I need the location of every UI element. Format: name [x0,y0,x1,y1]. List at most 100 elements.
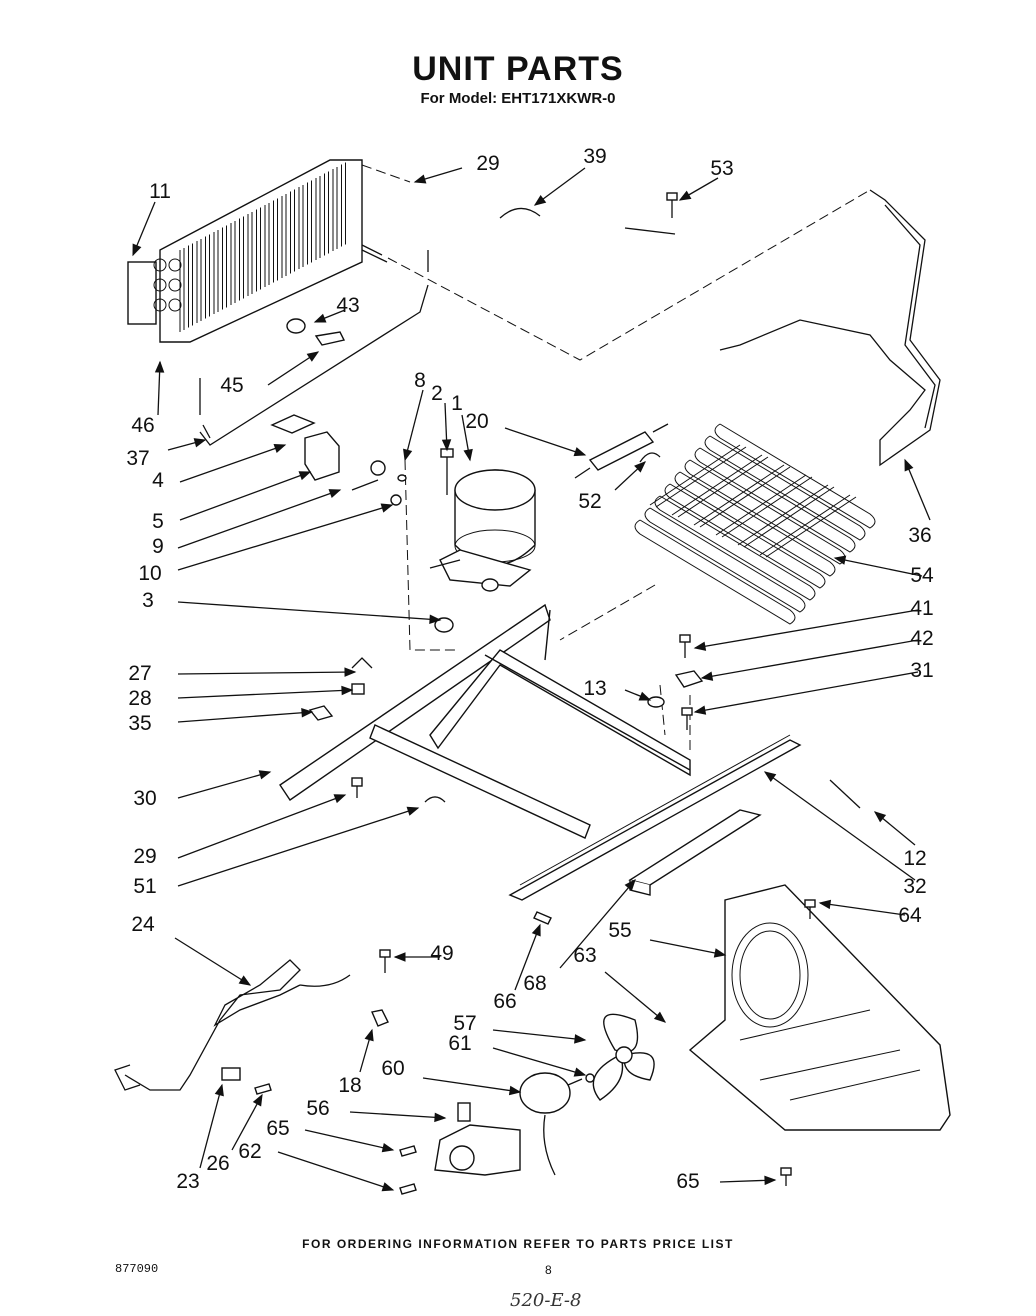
callout-number: 9 [152,535,164,558]
leader-arrowhead [429,614,442,625]
callout-number: 60 [381,1057,404,1080]
leader-arrowhead [693,705,707,715]
leader-arrowhead [298,471,312,481]
leader-line [404,389,424,461]
leader-arrowhead [238,975,252,986]
evaporator-coil-loop [684,459,846,565]
callout-number: 46 [131,414,154,437]
evaporator-coil-loop [644,507,806,613]
leader-line [177,807,419,887]
callout-number: 53 [710,157,733,180]
evaporator-fin [649,444,747,508]
callout-number: 26 [206,1152,229,1175]
condenser-fin [239,216,244,301]
evaporator-coil-loop [664,483,826,589]
condenser-drawing [127,159,388,343]
leader-arrowhead [463,448,473,462]
leader-arrowhead [341,685,354,696]
leader-arrowhead [531,923,541,937]
leader-line [701,639,919,679]
condenser-fin [315,176,321,260]
leader-arrowhead [258,770,272,780]
condenser-fin [341,162,346,247]
leader-arrowhead [634,461,646,473]
callout-number: 39 [583,145,606,168]
callout-number: 56 [306,1097,329,1120]
leader-line [177,771,271,799]
callout-number: 1 [451,392,463,415]
callout-number: 64 [898,904,922,927]
leader-arrowhead [328,489,342,499]
leader-line [179,471,311,521]
callout-number: 30 [133,787,156,810]
callout-number: 52 [578,490,601,513]
leader-line [559,879,636,969]
condenser-fin [307,180,312,265]
leader-arrowhead [873,811,887,823]
callout-number: 27 [128,662,151,685]
leader-arrowhead [624,878,636,892]
condenser-fin [290,189,295,274]
callout-number: 3 [142,589,154,612]
callout-number: 12 [903,847,926,870]
leader-arrowhead [833,555,847,565]
ordering-footer: FOR ORDERING INFORMATION REFER TO PARTS … [302,1237,734,1251]
leader-arrowhead [154,360,165,373]
leader-line [422,1077,521,1093]
leader-arrowhead [306,351,320,362]
leader-arrowhead [393,952,406,962]
condenser-fin [247,212,253,296]
leader-line [694,609,919,649]
leader-line [819,902,906,916]
leader-line [504,427,586,456]
callout-number: 63 [573,944,596,967]
condenser-fin [273,198,278,283]
evaporator-fin [693,464,791,528]
condenser-fin [222,225,227,310]
leader-line [177,489,341,549]
leader-arrowhead [403,448,413,462]
page-title: UNIT PARTS [412,50,624,88]
evaporator-coil-loop [694,447,856,553]
callout-number: 41 [910,597,933,620]
leader-arrowhead [381,1182,395,1192]
model-subtitle: For Model: EHT171XKWR-0 [420,90,616,107]
evaporator-fin [759,494,857,558]
leader-arrowhead [904,458,914,472]
callout-number: 11 [149,180,171,203]
evaporator-fin [715,474,813,538]
callout-number: 31 [910,659,933,682]
leader-line [764,771,916,881]
leader-line [904,459,931,521]
evaporator-fin [737,484,835,548]
evaporator-drawing [634,423,876,625]
callout-number: 68 [523,972,546,995]
condenser-fin [332,167,338,251]
condenser-fin [256,207,261,292]
callout-number: 18 [338,1074,361,1097]
leader-arrowhead [333,794,347,804]
leader-line [304,1129,394,1151]
callout-number: 10 [138,562,161,585]
leader-arrowhead [573,447,587,457]
page-number: 8 [545,1263,552,1277]
callout-number: 23 [176,1170,199,1193]
leader-line [492,1047,586,1076]
evaporator-coil-loop [704,435,866,541]
callout-number: 29 [476,152,499,175]
leader-arrowhead [533,194,547,206]
leader-line [177,689,353,699]
leader-arrowhead [508,1085,522,1096]
leader-line [177,671,356,675]
leader-arrowhead [380,503,394,513]
callout-number: 61 [448,1032,471,1055]
callout-number: 13 [583,677,606,700]
condenser-fin [298,185,304,269]
evaporator-coil-loop [634,519,796,625]
leader-arrowhead [818,899,832,910]
evaporator-coil-loop [674,471,836,577]
leader-line [349,1111,446,1119]
callout-number: 62 [238,1140,261,1163]
leader-arrowhead [132,243,142,257]
